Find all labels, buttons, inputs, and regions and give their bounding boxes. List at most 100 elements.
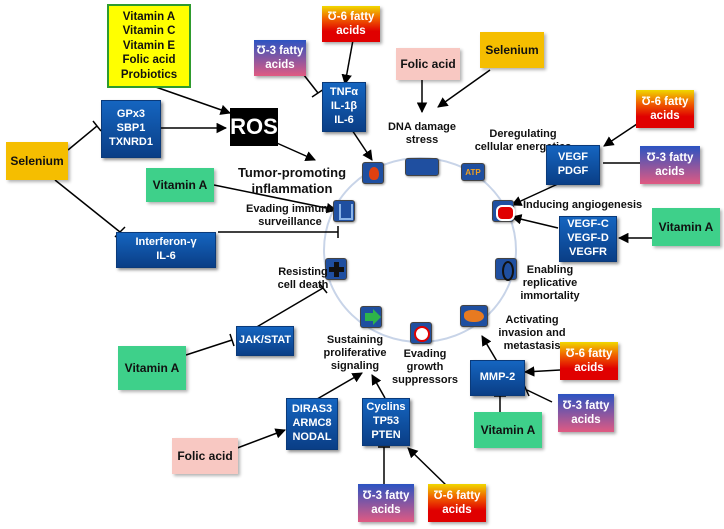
- gene-label: VEGFR: [569, 245, 607, 258]
- omega6-bottom: Ʊ-6 fatty acids: [428, 484, 486, 522]
- folic-acid-bottom: Folic acid: [172, 438, 238, 474]
- omega6-label: Ʊ-6 fatty: [327, 10, 375, 23]
- vitamin-a-bottom-right: Vitamin A: [474, 412, 542, 448]
- gene-label: PTEN: [371, 428, 401, 441]
- label-cell-death: Resisting cell death: [277, 266, 329, 292]
- omega6-top: Ʊ-6 fatty acids: [322, 6, 380, 42]
- omega3-label: Ʊ-3 fatty: [646, 151, 694, 164]
- omega3-bottom: Ʊ-3 fatty acids: [358, 484, 414, 522]
- omega3-label: Ʊ-3 fatty: [362, 489, 410, 502]
- omega3-label: acids: [265, 59, 295, 71]
- label-inflammation: Tumor-promoting inflammation: [237, 165, 347, 196]
- gene-label: VEGF-D: [567, 232, 609, 245]
- vitamin-list-box: Vitamin A Vitamin C Vitamin E Folic acid…: [107, 4, 191, 88]
- omega3-lower-right: Ʊ-3 fatty acids: [558, 394, 614, 432]
- omega3-label: acids: [371, 504, 401, 516]
- gene-label: Cyclins: [366, 401, 406, 414]
- tnf-box: TNFα IL-1β IL-6: [322, 82, 366, 132]
- omega3-right: Ʊ-3 fatty acids: [640, 146, 700, 184]
- folic-diras-arrow: [231, 428, 286, 451]
- gene-label: VEGF-C: [567, 218, 609, 231]
- selenium-left: Selenium: [6, 142, 68, 180]
- cyclins-prolif-arrow: [371, 374, 386, 399]
- vitamin-list-item: Vitamin E: [122, 39, 176, 52]
- gene-label: TP53: [372, 415, 400, 428]
- gene-label: IL-6: [334, 113, 354, 126]
- gene-label: PDGF: [557, 165, 589, 177]
- cyclins-box: Cyclins TP53 PTEN: [362, 398, 410, 446]
- omega3-label: acids: [655, 166, 685, 178]
- omega3-label: acids: [571, 414, 601, 426]
- label-immortality: Enabling replicative immortality: [520, 264, 580, 303]
- label-invasion: Activating invasion and metastasis: [498, 314, 566, 353]
- vegfc-angio-arrow: [510, 214, 559, 229]
- vitamin-list-item: Vitamin C: [122, 25, 176, 38]
- vitamina-jak-line: [185, 339, 233, 356]
- inflammation-icon: [362, 162, 384, 184]
- vegf-box: VEGF PDGF: [546, 145, 600, 185]
- omega6-tnf-arrow: [341, 39, 354, 86]
- interferon-box: Interferon-γ IL-6: [116, 232, 216, 268]
- gene-label: IL-1β: [330, 100, 358, 113]
- omega6-lower-right: Ʊ-6 fatty acids: [560, 342, 618, 380]
- selenium-top: Selenium: [480, 32, 544, 68]
- omega3-label: Ʊ-3 fatty: [562, 399, 610, 412]
- angiogenesis-icon: [492, 200, 515, 222]
- gene-label: SBP1: [116, 122, 146, 135]
- label-dna-damage: DNA damage stress: [387, 121, 457, 147]
- immune-icon: [333, 200, 355, 222]
- omega6-label: Ʊ-6 fatty: [565, 347, 613, 360]
- gene-label: MMP-2: [479, 371, 516, 384]
- label-proliferative: Sustaining proliferative signaling: [323, 334, 387, 373]
- growth-suppressor-icon: [410, 322, 432, 344]
- omega6-label: acids: [336, 25, 366, 37]
- label-growth-suppressors: Evading growth suppressors: [391, 348, 459, 387]
- atp-icon: ATP: [461, 163, 485, 181]
- omega6-label: Ʊ-6 fatty: [641, 95, 689, 108]
- vitamin-list-item: Vitamin A: [122, 11, 176, 24]
- omega3-label: Ʊ-3 fatty: [256, 44, 304, 57]
- tnf-inflammation-arrow: [351, 129, 373, 161]
- ros-box: ROS: [230, 108, 278, 146]
- omega6-cyclins-arrow: [407, 447, 448, 487]
- gene-label: GPx3: [116, 108, 146, 121]
- vitamina-immune-arrow: [213, 184, 338, 214]
- immortality-icon: [495, 258, 517, 281]
- gene-label: DIRAS3: [291, 403, 333, 416]
- omega6-label: acids: [650, 110, 680, 122]
- gene-label: IL-6: [156, 250, 176, 262]
- diras3-box: DIRAS3 ARMC8 NODAL: [286, 398, 338, 450]
- diras-prolif-arrow: [311, 372, 363, 403]
- omega6-label: acids: [442, 504, 472, 516]
- gene-label: JAK/STAT: [238, 334, 292, 347]
- omega3-mmp-line: [526, 389, 553, 403]
- vitamin-a-left-lower: Vitamin A: [118, 346, 186, 390]
- gene-label: ARMC8: [292, 417, 332, 430]
- label-angiogenesis: Inducing angiogenesis: [523, 199, 643, 211]
- gene-label: VEGF: [558, 151, 588, 164]
- jak-death-line: [254, 287, 324, 329]
- vitamin-a-left-upper: Vitamin A: [146, 168, 214, 202]
- invasion-icon: [460, 305, 488, 327]
- mmp2-box: MMP-2: [470, 360, 525, 396]
- mmp-invasion-arrow: [481, 335, 499, 364]
- gene-label: NODAL: [292, 430, 332, 443]
- label-immune: Evading immune surveillance: [245, 203, 335, 229]
- proliferative-icon: [360, 306, 382, 328]
- selenium-dna-arrow: [437, 69, 491, 108]
- gene-label: TXNRD1: [108, 135, 153, 148]
- gene-label: Interferon-γ: [135, 236, 197, 249]
- jak-stat-box: JAK/STAT: [236, 326, 294, 356]
- gene-label: TNFα: [329, 86, 359, 99]
- omega6-mmp-arrow: [523, 366, 561, 377]
- selenium-interferon-line: [54, 179, 121, 233]
- dna-damage-icon: [405, 158, 439, 176]
- vitamin-ros-arrow: [149, 84, 231, 115]
- omega6-label: acids: [574, 362, 604, 374]
- vitamin-list-item: Folic acid: [122, 54, 176, 67]
- omega6-label: Ʊ-6 fatty: [433, 489, 481, 502]
- vitamin-list-item: Probiotics: [120, 68, 178, 81]
- folic-acid-top: Folic acid: [396, 48, 460, 80]
- vegf-angio-arrow: [511, 182, 561, 206]
- selenium-gpx3-line: [67, 125, 98, 151]
